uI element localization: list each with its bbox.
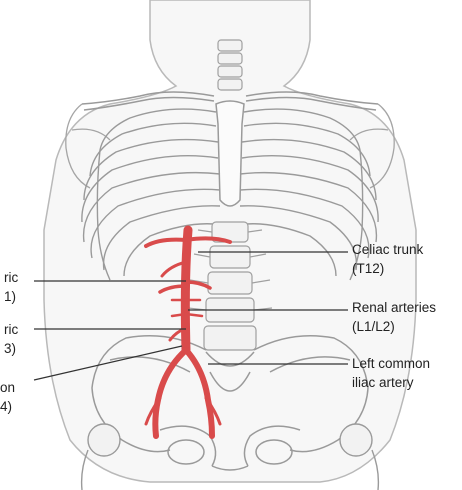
- label-left-cut-2: ric 3): [4, 320, 18, 358]
- label-renal-arteries: Renal arteries (L1/L2): [352, 298, 436, 336]
- label-celiac-trunk-line2: (T12): [352, 259, 423, 278]
- label-left-common-iliac-line2: iliac artery: [352, 373, 430, 392]
- label-left-cut-3-line1: on: [0, 378, 15, 397]
- label-left-cut-3: on 4): [0, 378, 15, 416]
- label-renal-arteries-line1: Renal arteries: [352, 298, 436, 317]
- label-celiac-trunk-line1: Celiac trunk: [352, 240, 423, 259]
- label-left-cut-2-line2: 3): [4, 339, 18, 358]
- label-left-cut-2-line1: ric: [4, 320, 18, 339]
- label-left-cut-1-line1: ric: [4, 268, 18, 287]
- label-left-cut-1: ric 1): [4, 268, 18, 306]
- label-left-common-iliac-line1: Left common: [352, 354, 430, 373]
- abdominal-aorta: [185, 230, 188, 350]
- label-left-cut-1-line2: 1): [4, 287, 18, 306]
- label-celiac-trunk: Celiac trunk (T12): [352, 240, 423, 278]
- label-renal-arteries-line2: (L1/L2): [352, 317, 436, 336]
- label-left-common-iliac: Left common iliac artery: [352, 354, 430, 392]
- sternum: [216, 101, 244, 206]
- label-left-cut-3-line2: 4): [0, 397, 15, 416]
